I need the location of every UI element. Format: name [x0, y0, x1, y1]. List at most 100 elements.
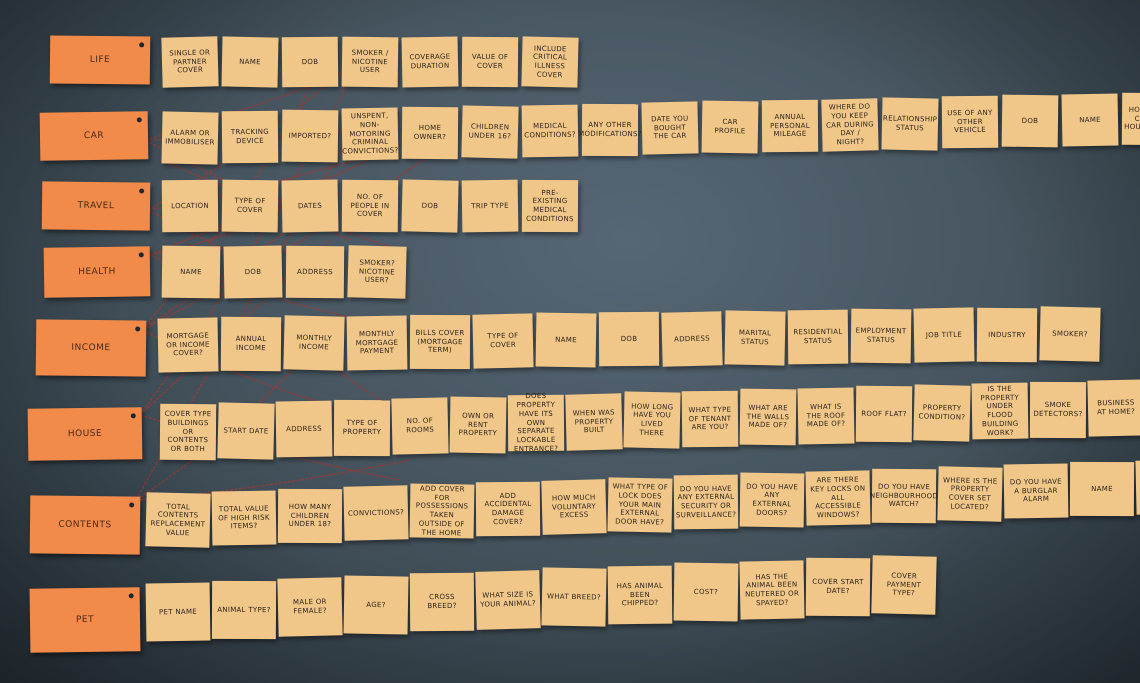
attribute-note: Type of Cover: [472, 313, 534, 369]
attribute-note: Add Accidental Damage Cover?: [475, 481, 541, 537]
attribute-note: Total Contents Replacement Value: [145, 492, 211, 548]
attribute-note: How Long Have You Lived There: [623, 391, 681, 449]
attribute-note: Annual Income: [220, 316, 282, 372]
attribute-note: No. of Rooms: [391, 397, 449, 455]
category-note-house: House: [27, 407, 143, 461]
attribute-note: Cross Breed?: [409, 572, 475, 632]
attribute-note: Address: [285, 245, 345, 299]
attribute-note: What Type of Lock Does Your Main Externa…: [607, 476, 673, 533]
attribute-note: Trip Type: [461, 179, 519, 233]
attribute-note: Smoker?: [1039, 306, 1101, 362]
pin-icon: [138, 252, 144, 258]
attribute-note: Marital Status: [724, 310, 786, 366]
attribute-note: Mortgage or Income Cover?: [157, 317, 219, 373]
pin-icon: [139, 42, 145, 48]
attribute-note: Any Other Modifications?: [578, 103, 642, 156]
attribute-note: Animal Type?: [211, 580, 277, 639]
attribute-note: DOB: [401, 179, 459, 233]
attribute-note: Home Owner?: [401, 106, 459, 160]
attribute-note: Include Critical Illness Cover: [521, 36, 579, 88]
category-note-travel: Travel: [41, 181, 151, 231]
red-string: [141, 139, 451, 331]
attribute-note: Annual Personal Mileage: [761, 99, 819, 153]
attribute-note: Are There Key Locks on All Accessible Wi…: [805, 470, 871, 526]
attribute-note: Industry: [976, 307, 1038, 362]
attribute-note: Smoker / Nicotine User: [341, 36, 399, 88]
attribute-note: Job Title: [913, 307, 975, 363]
attribute-note: Coverage Duration: [401, 36, 459, 88]
attribute-note: Date You Bought the Car: [641, 101, 699, 156]
pin-icon: [135, 326, 141, 332]
attribute-note: Cover Type Buildings or Contents or Both: [159, 403, 217, 461]
attribute-note: Dates: [281, 179, 339, 233]
attribute-note: Smoker? Nicotine User?: [347, 245, 407, 299]
pin-icon: [139, 188, 145, 194]
attribute-note: Single or Partner Cover: [161, 36, 219, 88]
category-note-pet: Pet: [29, 587, 141, 653]
attribute-note: Address: [275, 400, 333, 458]
attribute-note: DOB: [223, 245, 283, 299]
category-label: Health: [78, 266, 116, 278]
attribute-note: Has Animal Been Chipped?: [607, 565, 673, 624]
attribute-note: Children Under 16?: [461, 105, 519, 159]
attribute-note: Own or Rent Property: [449, 396, 507, 453]
attribute-note: Value of Cover: [461, 36, 519, 88]
attribute-note: Where Do You Keep Car During Day / Night…: [821, 98, 879, 152]
attribute-note: How Many Children Under 18?: [277, 488, 343, 543]
attribute-note: Tracking Device: [221, 110, 279, 164]
category-label: House: [67, 428, 103, 440]
attribute-note: Type of Property: [333, 399, 391, 456]
attribute-note: Pet Name: [145, 582, 211, 642]
attribute-note: DOB: [1001, 94, 1059, 148]
attribute-note: What Is the Roof Made Of?: [797, 386, 855, 445]
attribute-note: Location: [161, 179, 219, 233]
attribute-note: Is the Property Under Flood Building Wor…: [971, 382, 1029, 440]
attribute-note: Cover Start Date?: [805, 557, 871, 617]
attribute-note: Do You Have Any External Doors?: [739, 472, 805, 528]
attribute-note: Use of Any Other Vehicle: [941, 96, 999, 149]
attribute-note: Name: [161, 245, 221, 299]
attribute-note: When Was Property Built: [565, 392, 623, 451]
pin-icon: [130, 413, 136, 419]
attribute-note: No. of People in Cover: [341, 179, 399, 233]
attribute-note: Age?: [343, 574, 409, 635]
attribute-note: Does Property Have Its Own Separate Lock…: [507, 392, 565, 453]
attribute-note: Alarm or Immobiliser: [161, 111, 219, 165]
attribute-note: DOB: [1135, 459, 1140, 515]
attribute-note: Roof Flat?: [855, 385, 913, 443]
row-pet: [0, 0, 1140, 1]
attribute-note: Monthly Mortgage Payment: [346, 315, 408, 371]
attribute-note: Do You Have Neighbourhood Watch?: [870, 468, 938, 524]
attribute-note: How Many Cars in Household?: [1121, 92, 1140, 146]
category-label: Pet: [75, 614, 95, 626]
attribute-note: What Type of Tenant Are You?: [681, 390, 739, 447]
attribute-note: Do You Have a Burglar Alarm: [1003, 463, 1069, 519]
attribute-note: Name: [1069, 462, 1135, 517]
attribute-note: Medical Conditions?: [521, 104, 579, 158]
attribute-note: Residential Status: [787, 309, 849, 365]
pin-icon: [136, 117, 142, 123]
attribute-note: What Breed?: [541, 567, 607, 627]
attribute-note: Add Cover for Possessions Taken Outside …: [409, 483, 475, 539]
attribute-note: Do You Have Any External Security or Sur…: [673, 475, 739, 530]
attribute-note: Where Is the Property Cover Set Located?: [937, 465, 1003, 522]
attribute-note: Total Value of High Risk Items?: [211, 490, 277, 546]
category-label: Travel: [77, 200, 115, 212]
attribute-note: Male or Female?: [277, 577, 343, 637]
attribute-note: Unspent, Non-Motoring Criminal Convictio…: [341, 107, 399, 161]
attribute-note: What Size Is Your Animal?: [475, 569, 541, 630]
attribute-note: Employment Status: [850, 308, 912, 364]
attribute-note: Bills Cover (Mortgage Term): [409, 314, 471, 369]
attribute-note: How Much Voluntary Excess: [541, 478, 607, 535]
attribute-note: Cost?: [673, 562, 739, 622]
attribute-note: Cover Payment Type?: [871, 554, 937, 615]
attribute-note: What Are the Walls Made Of?: [739, 388, 797, 446]
category-note-life: Life: [49, 35, 151, 85]
attribute-note: Car Profile: [701, 100, 759, 154]
category-label: Contents: [58, 519, 112, 531]
attribute-note: Name: [221, 36, 279, 88]
attribute-note: DOB: [281, 36, 339, 88]
attribute-note: Smoke Detectors?: [1029, 381, 1087, 438]
attribute-note: Pre-Existing Medical Conditions: [521, 179, 579, 233]
